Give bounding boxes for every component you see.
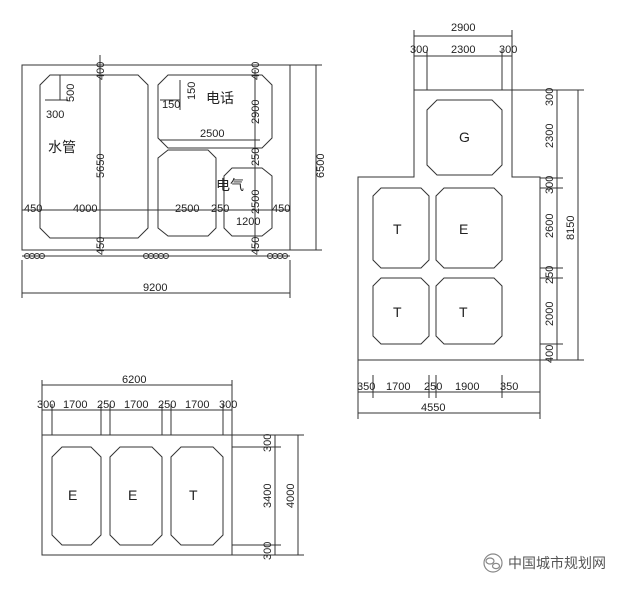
cell-b-e — [435, 187, 503, 269]
dim-c-t-1700-c: 1700 — [185, 399, 209, 411]
dim-c-r-300-b: 300 — [262, 542, 274, 560]
gravel-right — [267, 253, 288, 259]
dim-top-500: 500 — [65, 84, 77, 102]
cell-b-t2-label: T — [393, 304, 402, 320]
dim-b-r-300-a: 300 — [544, 88, 556, 106]
dim-c-r-3400: 3400 — [262, 484, 274, 508]
cell-c-t-label: T — [189, 487, 198, 503]
cell-b-e-label: E — [459, 221, 468, 237]
dim-b-r-2300: 2300 — [544, 124, 556, 148]
dim-b-b-total: 4550 — [421, 402, 445, 414]
cell-c-e2-label: E — [128, 487, 137, 503]
dim-b-top-300-l: 300 — [410, 44, 428, 56]
dim-left-wall: 450 — [24, 203, 42, 215]
phone-chamber — [157, 74, 273, 149]
wechat-icon — [483, 553, 503, 573]
power-chamber — [223, 167, 273, 237]
dim-c-r-300-a: 300 — [262, 434, 274, 452]
cell-b-t1-label: T — [393, 221, 402, 237]
cell-c-e1 — [51, 446, 102, 546]
label-water: 水管 — [48, 139, 76, 155]
cell-b-t2 — [372, 277, 430, 345]
diagram-a — [21, 55, 322, 298]
dim-bottom-2500: 2500 — [175, 203, 199, 215]
dim-water-height: 5650 — [95, 154, 107, 178]
diagram-b — [357, 30, 584, 419]
dim-c-t-1700-b: 1700 — [124, 399, 148, 411]
dim-water-width: 4000 — [73, 203, 97, 215]
dim-phone-150-b: 150 — [186, 82, 198, 100]
diagram-c-text: E E T 6200 300 1700 250 1700 250 1700 30… — [37, 374, 297, 560]
dim-phone-width: 2500 — [200, 128, 224, 140]
dim-c-top-total-label: 6200 — [122, 374, 146, 386]
cell-b-t1 — [372, 187, 430, 269]
label-power: 电气 — [216, 177, 244, 193]
dim-power-height: 2500 — [250, 190, 262, 214]
diagram-b-outline — [357, 89, 541, 361]
dim-b-r-total: 8150 — [565, 216, 577, 240]
diagram-a-text: 水管 电话 电气 9200 6500 400 500 300 5650 450 … — [24, 62, 327, 294]
gravel-mid — [143, 253, 169, 259]
diagram-c — [41, 380, 304, 556]
dim-b-top-total-label: 2900 — [451, 22, 475, 34]
cell-c-t — [170, 446, 224, 546]
diagram-a-outline — [21, 64, 291, 251]
dim-phone-top-400: 400 — [250, 62, 262, 80]
dim-phone-height: 2900 — [250, 100, 262, 124]
gravel-left — [24, 253, 45, 259]
dim-b-b-250: 250 — [424, 381, 442, 393]
diagram-c-outline — [41, 434, 233, 556]
watermark-text: 中国城市规划网 — [508, 555, 606, 571]
dim-c-t-300-r: 300 — [219, 399, 237, 411]
dim-c-t-1700-a: 1700 — [63, 399, 87, 411]
dim-b-b-350-r: 350 — [500, 381, 518, 393]
dim-b-top-300-r: 300 — [499, 44, 517, 56]
dim-top-cover: 400 — [95, 62, 107, 80]
diagram-b-text: G T E T T 2900 300 2300 300 300 2300 300… — [357, 22, 577, 414]
cell-b-g-label: G — [459, 129, 470, 145]
dim-c-t-250-b: 250 — [158, 399, 176, 411]
dim-bottom-250: 250 — [211, 203, 229, 215]
cell-b-t3-label: T — [459, 304, 468, 320]
dim-bottom-cover: 450 — [95, 237, 107, 255]
dim-c-t-300-l: 300 — [37, 399, 55, 411]
dim-phone-150-a: 150 — [162, 99, 180, 111]
dim-b-b-1900: 1900 — [455, 381, 479, 393]
dim-bottom-cover-2: 450 — [250, 237, 262, 255]
dim-height-total: 6500 — [315, 154, 327, 178]
water-chamber — [39, 74, 149, 239]
cell-c-e2 — [109, 446, 163, 546]
dim-width-total: 9200 — [143, 282, 167, 294]
cell-c-e1-label: E — [68, 487, 77, 503]
dim-c-t-250-a: 250 — [97, 399, 115, 411]
dim-b-r-2000: 2000 — [544, 302, 556, 326]
cell-b-g — [426, 99, 503, 176]
dim-b-r-300-b: 300 — [544, 176, 556, 194]
dim-b-r-400: 400 — [544, 345, 556, 363]
dim-b-b-1700: 1700 — [386, 381, 410, 393]
dim-right-wall: 450 — [272, 203, 290, 215]
phone-lower-chamber — [157, 149, 217, 237]
dim-c-r-total: 4000 — [285, 484, 297, 508]
label-phone: 电话 — [206, 90, 234, 106]
watermark: 中国城市规划网 — [483, 553, 606, 573]
dim-b-r-2600: 2600 — [544, 214, 556, 238]
dim-b-r-250: 250 — [544, 266, 556, 284]
dim-power-250-top: 250 — [250, 148, 262, 166]
dim-b-top-2300: 2300 — [451, 44, 475, 56]
cell-b-t3 — [435, 277, 503, 345]
dim-power-width: 1200 — [236, 216, 260, 228]
dim-b-b-350-l: 350 — [357, 381, 375, 393]
dim-top-300: 300 — [46, 109, 64, 121]
